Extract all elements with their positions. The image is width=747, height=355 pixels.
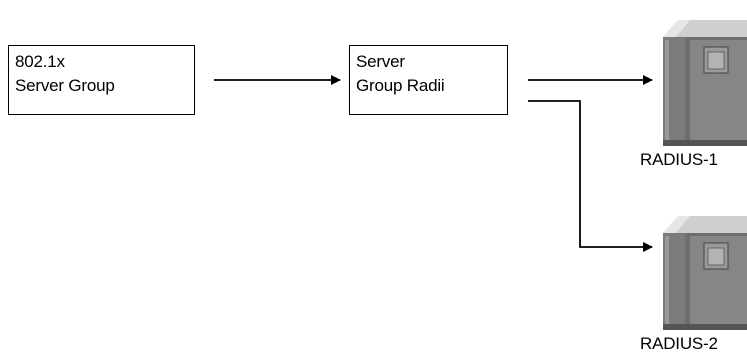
- node-label-line2: Server Group: [15, 76, 115, 95]
- node-label-line2: Group Radii: [356, 76, 445, 95]
- radius1-label: RADIUS-1: [640, 150, 718, 169]
- arrow-radii-to-radius2: [528, 100, 653, 252]
- node-server-group-radii: Server Group Radii: [349, 45, 508, 115]
- server-icon: [663, 216, 747, 330]
- server-icon: [663, 20, 747, 146]
- node-label-line1: Server: [356, 52, 405, 71]
- node-label-line1: 802.1x: [15, 52, 65, 71]
- node-8021x-server-group: 802.1x Server Group: [8, 45, 195, 115]
- radius2-label: RADIUS-2: [640, 334, 718, 353]
